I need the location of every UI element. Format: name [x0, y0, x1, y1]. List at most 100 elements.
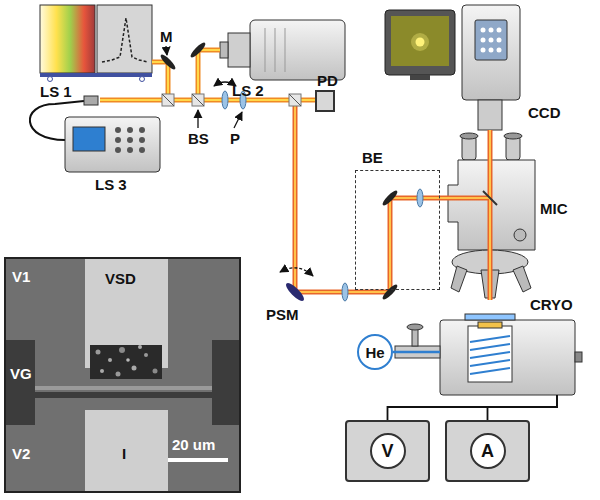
microscope-part: [514, 229, 526, 241]
laser-beam-part: [295, 100, 490, 292]
device-micrograph-part: [85, 259, 168, 368]
microscope-part: [506, 136, 520, 160]
cryostat-part: [470, 368, 510, 374]
light-source-2-part: [265, 28, 266, 72]
ccd-camera-part: [416, 38, 425, 47]
light-source-3-part: [115, 137, 121, 143]
microscope-part: [460, 133, 478, 139]
optics-part: [222, 91, 228, 109]
laser-beam-part: [488, 130, 493, 300]
ccd-camera-part: [462, 5, 520, 100]
scale-label: 20 um: [172, 436, 215, 453]
light-source-3-part: [127, 147, 133, 153]
ccd-camera-part: [385, 10, 455, 75]
optics-part: [197, 110, 198, 128]
node-label: CCD: [528, 104, 561, 121]
node-label: LS 1: [40, 83, 72, 100]
device-micrograph-part: [108, 358, 112, 362]
light-source-3-part: [139, 127, 145, 133]
ccd-camera-part: [475, 20, 507, 60]
device-micrograph-part: [132, 366, 137, 371]
device-micrograph-part: [100, 369, 104, 373]
microscope-part: [513, 266, 531, 292]
cryostat-part: [407, 324, 423, 330]
ccd-camera-part: [497, 38, 502, 43]
optics-part: [162, 94, 174, 106]
ccd-camera-part: [489, 38, 494, 43]
light-source-3-part: [30, 101, 84, 140]
device-micrograph: [5, 258, 240, 492]
light-source: LS 3: [65, 117, 160, 172]
terminal-label: I: [122, 445, 126, 462]
cryostat: [395, 314, 582, 395]
node-label: A: [470, 433, 506, 469]
optics-part: [284, 281, 307, 304]
ccd-camera: [385, 5, 520, 130]
light-source-3: [30, 96, 160, 172]
part-label: M: [160, 28, 173, 45]
signal-wire: [488, 395, 558, 420]
voltmeter-box: V: [345, 420, 430, 482]
device-micrograph-part: [144, 353, 148, 357]
laser-beam-part: [152, 62, 168, 100]
device-micrograph-part: [153, 369, 158, 374]
device-micrograph-part: [126, 358, 130, 362]
ccd-camera-part: [481, 48, 486, 53]
cryostat-part: [470, 344, 510, 350]
device-micrograph-part: [116, 372, 121, 377]
microscope-part: [462, 136, 476, 160]
ccd-camera-part: [411, 33, 429, 51]
cryostat-part: [395, 346, 440, 358]
light-source-1: [40, 5, 152, 82]
device-micrograph-part: [168, 458, 228, 462]
photodiode-box: PD: [315, 90, 335, 112]
cryostat-part: [412, 328, 418, 346]
node-label: MIC: [540, 200, 568, 217]
laser-beam-part: [198, 50, 220, 100]
device-micrograph-part: [6, 340, 35, 425]
light-source-1-part: [97, 5, 152, 73]
ammeter-box: A: [445, 420, 530, 482]
light-source-2-part: [275, 28, 276, 72]
light-source-3-part: [73, 127, 105, 151]
light-source: LS 2: [218, 20, 345, 80]
device-micrograph-part: [90, 345, 162, 379]
helium-line: [393, 351, 440, 354]
light-source-1-part: [40, 5, 95, 73]
device-micrograph-part: [96, 350, 101, 355]
optics-part: [189, 41, 207, 59]
cryostat-part: [468, 326, 512, 382]
terminal-label: V1: [12, 268, 30, 285]
light-source-2-part: [250, 20, 345, 80]
node-label: He: [365, 344, 384, 361]
cryostat-part: [478, 322, 502, 328]
microscope-part: [504, 133, 522, 139]
helium-circle: He: [357, 334, 393, 370]
node-label: V: [370, 433, 406, 469]
node-label: CRYO: [530, 296, 573, 313]
light-source-1-part: [102, 18, 148, 62]
light-source: LS 1: [40, 5, 152, 80]
optics-part: [162, 94, 174, 106]
laser-beam-part: [198, 50, 220, 100]
optics-part: [342, 283, 348, 301]
device-micrograph-part: [119, 347, 125, 353]
part-label: PSM: [266, 306, 299, 323]
light-source-3-part: [84, 96, 98, 105]
optics-part: [381, 189, 399, 207]
light-source-2-part: [285, 28, 286, 72]
laser-beam-part: [295, 100, 490, 292]
light-source-3-part: [115, 147, 121, 153]
laser-beam-part: [100, 98, 315, 103]
light-source-3-part: [65, 117, 160, 172]
cryostat-part: [470, 360, 510, 366]
light-source-3-part: [139, 147, 145, 153]
node-label: LS 3: [95, 176, 127, 193]
device-micrograph-part: [5, 258, 240, 492]
device-micrograph-part: [85, 410, 168, 491]
light-source-2: [220, 20, 345, 80]
laser-beam: [100, 50, 490, 300]
optics-part: [280, 268, 313, 276]
ccd-camera-part: [497, 48, 502, 53]
ccd-camera: CCD: [385, 5, 520, 130]
